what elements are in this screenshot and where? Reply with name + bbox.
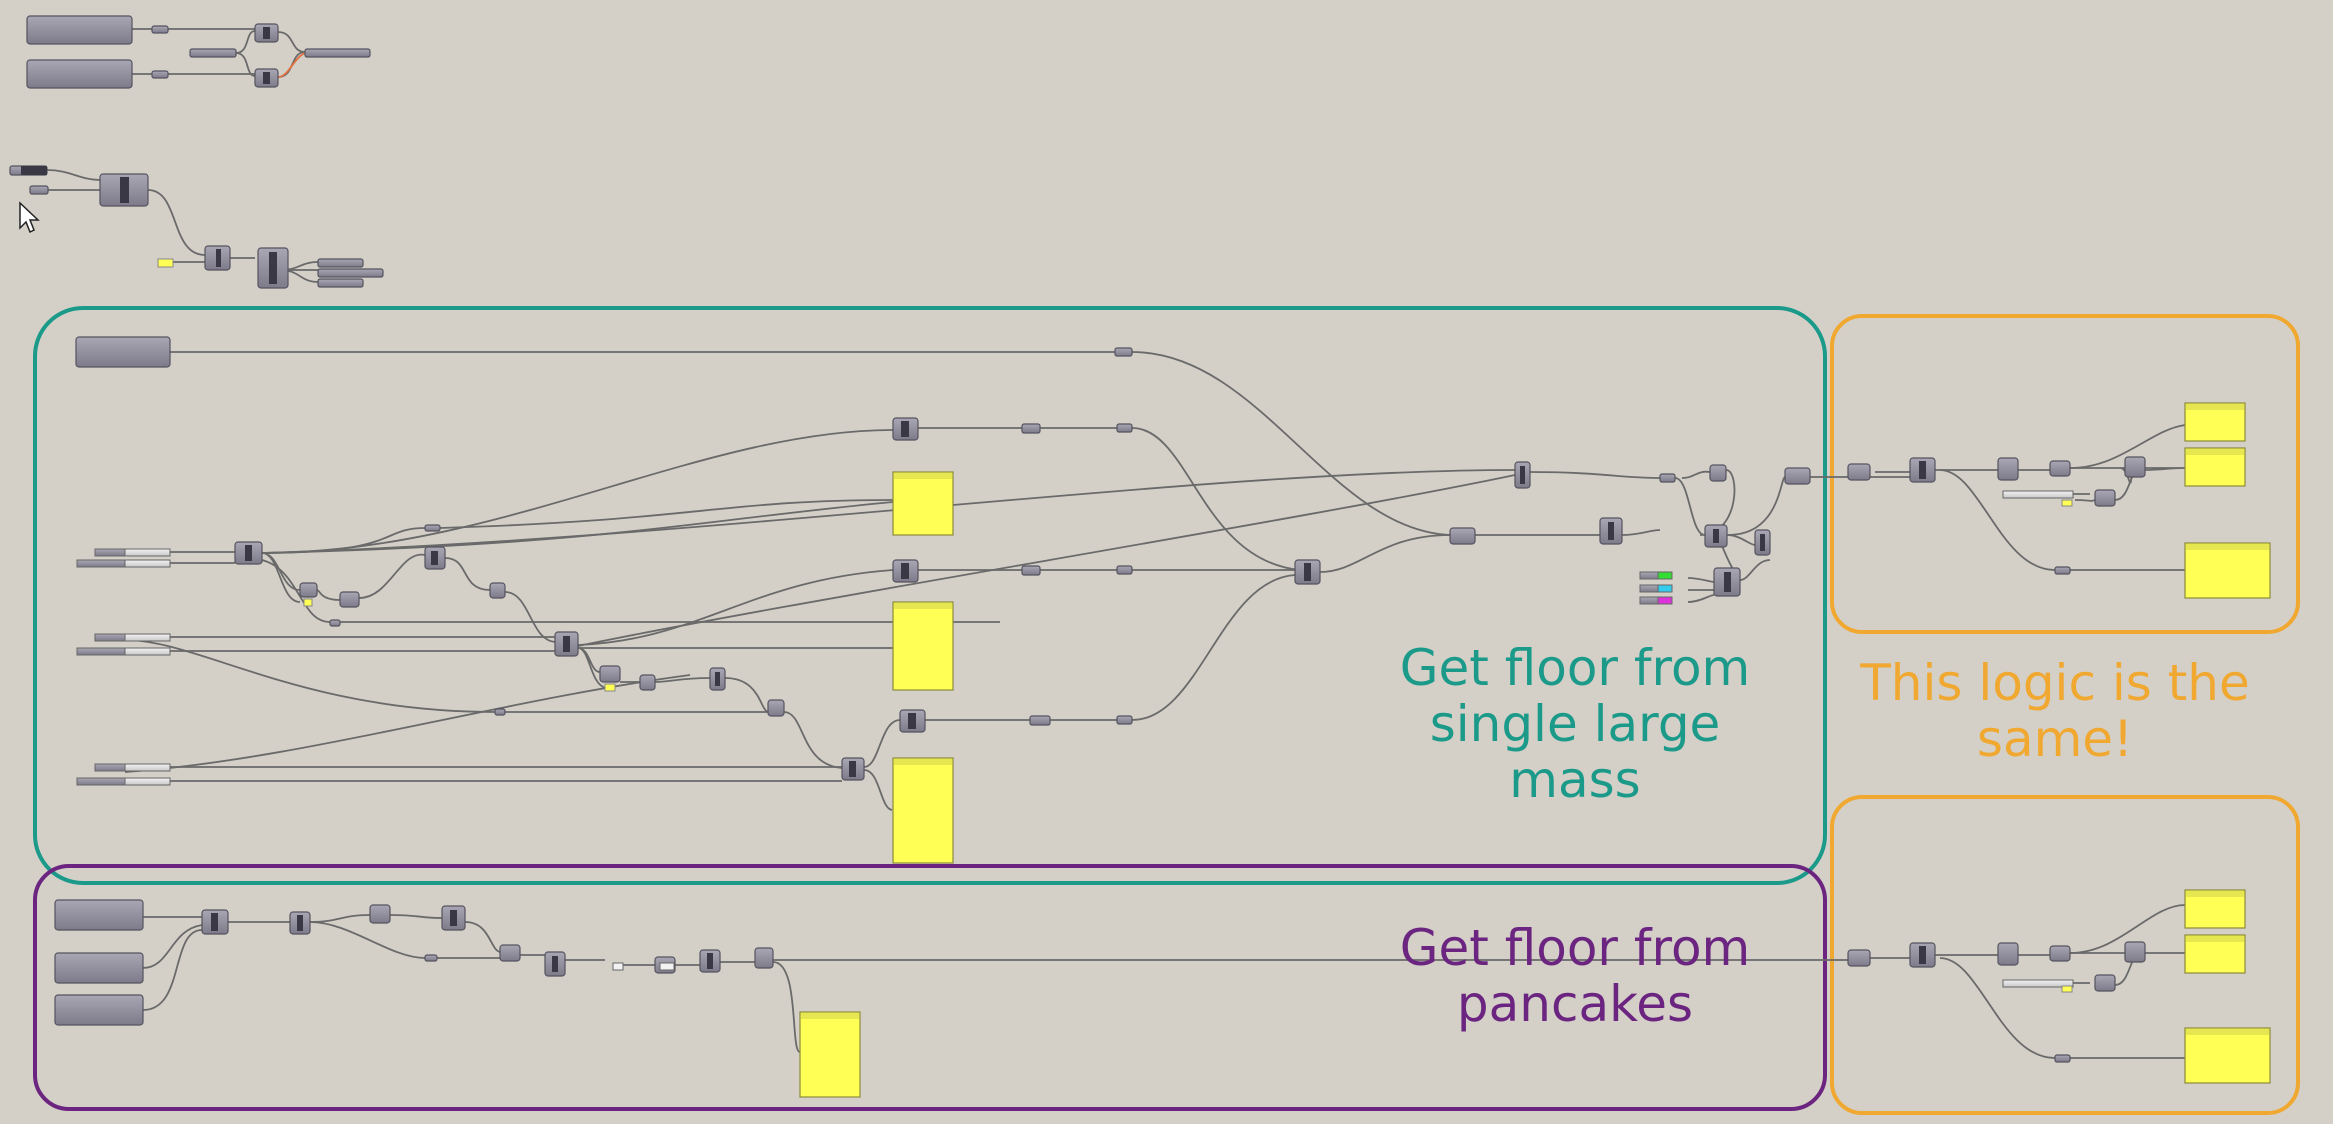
wires [46, 28, 2186, 1059]
panel [892, 471, 954, 536]
group-label-same-logic: This logic is the same! [1860, 654, 2250, 768]
group-output-bottom[interactable] [1830, 795, 2300, 1115]
yellow-toggles[interactable] [157, 258, 2073, 993]
panel [799, 1011, 861, 1098]
component-inner-bars [21, 27, 1926, 972]
brep-param-pancake-3 [54, 994, 144, 1026]
group-label-pancakes: Get floor from pancakes [1399, 919, 1751, 1033]
group-single-mass[interactable] [33, 306, 1827, 885]
panel-headers [801, 404, 2269, 1035]
mouse-pointer-icon [19, 201, 40, 234]
panel [892, 601, 954, 691]
brep-param-2 [26, 59, 133, 89]
number-sliders[interactable] [76, 490, 2074, 988]
brep-param-pancake-2 [54, 952, 144, 984]
group-pancakes[interactable] [33, 864, 1827, 1111]
panel [2184, 542, 2271, 599]
colour-swatches[interactable] [1639, 571, 1673, 605]
group-label-single-mass: Get floor from single large mass [1399, 639, 1751, 809]
brep-param-mass [75, 336, 171, 368]
group-output-top[interactable] [1830, 314, 2300, 634]
panel [892, 757, 954, 864]
panel [2184, 1027, 2271, 1084]
brep-param-1 [26, 15, 133, 45]
brep-param-pancake-1 [54, 899, 144, 931]
